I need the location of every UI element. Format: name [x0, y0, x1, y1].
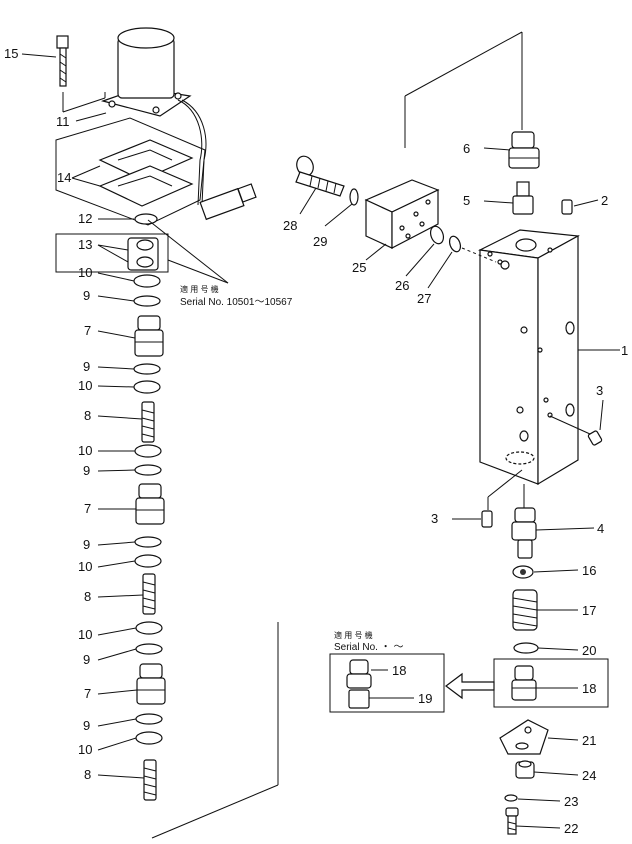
label-9c: 9 — [83, 463, 90, 478]
gasket-set — [55, 117, 206, 226]
label-20: 20 — [582, 643, 596, 658]
valve-5 — [512, 181, 534, 215]
label-1: 1 — [621, 343, 628, 358]
plug-18 — [511, 665, 537, 701]
label-7c: 7 — [84, 686, 91, 701]
plug-3-upper — [587, 430, 603, 446]
washer-29 — [349, 188, 359, 206]
note-applicable-jp: 適 用 号 機 — [180, 284, 219, 294]
label-9e: 9 — [83, 652, 90, 667]
label-18b: 18 — [582, 681, 596, 696]
label-8b: 8 — [84, 589, 91, 604]
label-17: 17 — [582, 603, 596, 618]
label-3b: 3 — [431, 511, 438, 526]
label-4: 4 — [597, 521, 604, 536]
label-27: 27 — [417, 291, 431, 306]
nut-24 — [515, 760, 535, 779]
label-7a: 7 — [84, 323, 91, 338]
label-3a: 3 — [596, 383, 603, 398]
note-serial-open: Serial No. ・ ～ — [334, 642, 403, 653]
label-26: 26 — [395, 278, 409, 293]
bolt-28 — [295, 155, 345, 197]
label-10a: 10 — [78, 265, 92, 280]
label-24: 24 — [582, 768, 596, 783]
o-ring-20 — [513, 642, 539, 654]
label-11: 11 — [56, 114, 70, 129]
cover-plate-21 — [499, 719, 549, 755]
label-22: 22 — [564, 821, 578, 836]
label-8a: 8 — [84, 408, 91, 423]
label-21: 21 — [582, 733, 596, 748]
label-12: 12 — [78, 211, 92, 226]
label-2: 2 — [601, 193, 608, 208]
label-8c: 8 — [84, 767, 91, 782]
label-13: 13 — [78, 237, 92, 252]
label-9d: 9 — [83, 537, 90, 552]
plug-2 — [561, 199, 573, 215]
label-15: 15 — [4, 46, 18, 61]
label-23: 23 — [564, 794, 578, 809]
bolt-15 — [56, 35, 69, 87]
label-14: 14 — [57, 170, 71, 185]
bolt-22 — [505, 807, 519, 835]
washer-23 — [504, 794, 518, 802]
left-stack: 10 9 7 9 10 8 10 9 — [78, 265, 166, 801]
label-29: 29 — [313, 234, 327, 249]
label-10c: 10 — [78, 443, 92, 458]
plug-3-lower — [481, 510, 493, 528]
label-10b: 10 — [78, 378, 92, 393]
fitting-4 — [511, 484, 537, 559]
note-applicable-jp2: 適 用 号 機 — [334, 630, 373, 640]
label-7b: 7 — [84, 501, 91, 516]
seal-26 — [429, 225, 445, 245]
label-9b: 9 — [83, 359, 90, 374]
label-25: 25 — [352, 260, 366, 275]
label-19: 19 — [418, 691, 432, 706]
label-18a: 18 — [392, 663, 406, 678]
valve-body-1 — [477, 229, 580, 486]
replacement-arrow — [445, 672, 495, 700]
block-25 — [364, 179, 440, 249]
plug-18-19 — [346, 659, 372, 709]
label-6: 6 — [463, 141, 470, 156]
label-10f: 10 — [78, 742, 92, 757]
fitting-6 — [508, 131, 540, 169]
label-16: 16 — [582, 563, 596, 578]
o-ring-27 — [448, 235, 462, 253]
spring-17 — [512, 589, 538, 631]
label-10d: 10 — [78, 559, 92, 574]
note-serial-range: Serial No. 10501～10567 — [180, 297, 293, 308]
solenoid-valve — [100, 27, 257, 221]
label-10e: 10 — [78, 627, 92, 642]
label-5: 5 — [463, 193, 470, 208]
label-9f: 9 — [83, 718, 90, 733]
label-9a: 9 — [83, 288, 90, 303]
o-ring-12 — [134, 213, 158, 225]
box-serial-18-19 — [329, 653, 445, 713]
label-28: 28 — [283, 218, 297, 233]
